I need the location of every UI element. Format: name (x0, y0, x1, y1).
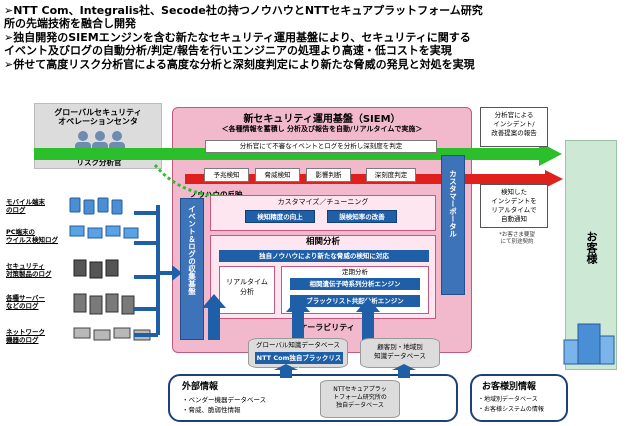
analyst-label: リスク分析官 (76, 158, 122, 167)
knowhow-dotted-arrow (153, 164, 223, 198)
customer-info-item-1: ・地域別データベース (478, 396, 538, 403)
step-impact: 影響判断 (306, 168, 351, 182)
collection-pillar: イベント＆ログの収集基盤 (180, 198, 204, 340)
bullet-1-cont: 所の先端技術を融合し開発 (4, 17, 136, 30)
building-icon (563, 323, 615, 365)
step-threat: 脅威検知 (255, 168, 300, 182)
global-db-label: グローバル知識データベース (255, 341, 341, 349)
external-info-box: 外部情報 ・ベンダー機器データベース ・脅威、脆弱性情報 NTTセキュアプラッ … (168, 374, 458, 422)
customer-info-box: お客様別情報 ・地域別データベース ・お客様システムの情報 (470, 374, 568, 422)
bullet-1: ➢NTT Com、Integralis社、Secode社の持つノウハウとNTTセ… (4, 4, 483, 17)
source-security: セキュリティ対策製品のログ (6, 262, 52, 278)
contract-note: *お客さま要望 にて別途契約 (499, 232, 535, 245)
customize-title: カスタマイズ／チューニング (277, 198, 369, 206)
bottom-up-arrows (274, 364, 416, 378)
mobile-icon (69, 197, 123, 215)
notify-box: 検知した インシデントを リアルタイムで 自動通知 (480, 184, 548, 228)
step-severity: 深刻度判定 (366, 168, 416, 182)
knowhow-label: ノウハウの反映 (190, 189, 243, 200)
correlation-title: 相関分析 (305, 237, 340, 247)
report-box: 分析官による インシデント/ 改善提案の報告 (480, 107, 548, 147)
step-predict: 予兆検知 (204, 168, 249, 182)
source-mobile: モバイル端末のログ (6, 198, 45, 214)
analysis-bar: 分析官にて不審なイベントとログを分析し深刻度を判定 (205, 140, 437, 153)
blacklist-label: NTT Com独自ブラックリスト (255, 352, 343, 374)
customer-info-item-2: ・お客様システムの情報 (478, 406, 544, 413)
external-title: 外部情報 (182, 382, 219, 392)
customer-portal-pillar: カスタマーポータル (441, 155, 465, 295)
customer-portal-label: カスタマーポータル (448, 170, 458, 238)
security-appliance-icon (73, 259, 119, 279)
customer-label: お客様 (585, 231, 598, 264)
external-item-1: ・ベンダー機器データベース (182, 396, 267, 404)
server-icon (73, 293, 135, 315)
bullet-3: ➢併せて高度リスク分析官による高度な分析と深刻度判定により新たな脅威の発見と対処… (4, 58, 475, 71)
siem-subtitle: ＜各種情報を蓄積し 分析及び報告を自動/リアルタイムで実施＞ (221, 125, 423, 133)
periodic-title: 定期分析 (342, 268, 368, 276)
up-arrows (202, 294, 380, 340)
periodic-box: 定期分析 相関遺伝子時系列分析エンジン ブラックリスト共起分析エンジン (281, 266, 429, 314)
global-db: グローバル知識データベース NTT Com独自ブラックリスト (248, 338, 348, 374)
source-server: 各種サーバーなどのログ (6, 294, 45, 310)
realtime-analysis: リアルタイム 分析 (219, 266, 275, 314)
gsoc-title-1: グローバルセキュリティ (54, 108, 142, 117)
external-item-2: ・脅威、脆弱性情報 (182, 406, 241, 414)
source-network: ネットワーク機器のログ (6, 328, 45, 344)
customize-item-2: 誤検知率の改善 (327, 210, 397, 223)
customize-item-1: 検知精度の向上 (245, 210, 315, 223)
laptop-icon (69, 225, 139, 239)
bullet-2: ➢独自開発のSIEMエンジンを含む新たなセキュリティ運用基盤により、セキュリティ… (4, 31, 471, 44)
gsoc-title-2: オペレーションセンタ (58, 117, 138, 126)
customize-box: カスタマイズ／チューニング 検知精度の向上 誤検知率の改善 (210, 195, 436, 231)
correlation-box: 相関分析 独自ノウハウにより新たな脅威の検知に対応 リアルタイム 分析 定期分析… (210, 235, 436, 319)
collector-arrows (134, 205, 182, 337)
correlation-sub: 独自ノウハウにより新たな脅威の検知に対応 (219, 250, 429, 262)
source-pc: PC端末のウイルス検知ログ (6, 228, 58, 244)
scalability-label: スケーラビリティ (291, 323, 355, 332)
bullet-2-cont: イベント及びログの自動分析/判定/報告を行いエンジニアの処理より高速・低コストを… (4, 44, 452, 57)
ntt-db: NTTセキュアプラッ トフォーム研究所の 独自データベース (320, 380, 400, 418)
siem-title: 新セキュリティ運用基盤（SIEM） (243, 114, 401, 125)
customer-info-title: お客様別情報 (482, 382, 537, 392)
collection-pillar-label: イベント＆ログの収集基盤 (187, 205, 197, 295)
periodic-item-1: 相関遺伝子時系列分析エンジン (290, 278, 420, 290)
periodic-item-2: ブラックリスト共起分析エンジン (290, 295, 420, 307)
